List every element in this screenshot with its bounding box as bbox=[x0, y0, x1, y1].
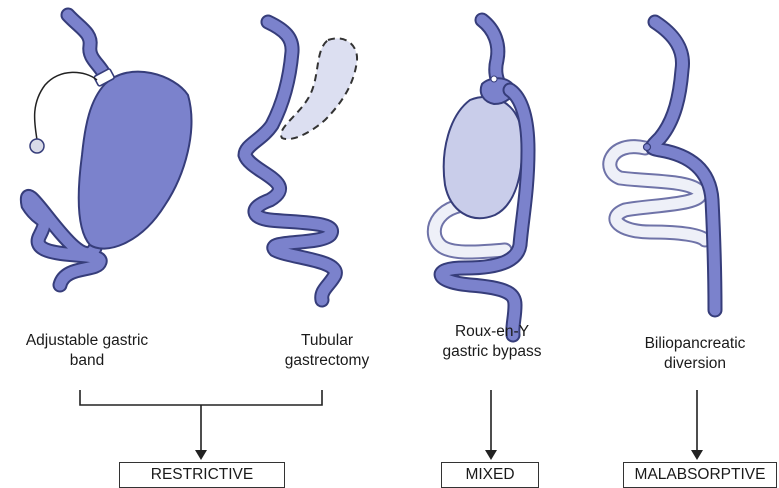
malabsorptive-arrowhead bbox=[691, 450, 703, 460]
label-line-1: Tubular bbox=[262, 331, 392, 351]
gastric-band-illustration bbox=[27, 15, 191, 285]
band-access-port bbox=[30, 139, 44, 153]
biliopancreatic-diversion-illustration bbox=[610, 22, 715, 310]
label-tubular-gastrectomy: Tubular gastrectomy bbox=[262, 331, 392, 371]
restrictive-bracket bbox=[80, 390, 322, 405]
label-line-2: gastric bypass bbox=[422, 342, 562, 362]
mixed-arrowhead bbox=[485, 450, 497, 460]
label-line-1: Adjustable gastric bbox=[2, 331, 172, 351]
label-line-2: gastrectomy bbox=[262, 351, 392, 371]
label-adjustable-gastric-band: Adjustable gastric band bbox=[2, 331, 172, 371]
sleeve-gastrectomy-illustration bbox=[245, 22, 357, 300]
label-line-1: Roux-en-Y bbox=[422, 322, 562, 342]
gastric-bypass-illustration bbox=[434, 20, 528, 335]
label-line-1: Biliopancreatic bbox=[625, 334, 765, 354]
arrow-heads bbox=[195, 450, 703, 460]
label-line-2: band bbox=[2, 351, 172, 371]
label-line-2: diversion bbox=[625, 354, 765, 374]
label-biliopancreatic-diversion: Biliopancreatic diversion bbox=[625, 334, 765, 374]
category-malabsorptive: MALABSORPTIVE bbox=[623, 462, 777, 488]
connector-lines bbox=[80, 390, 697, 452]
category-restrictive: RESTRICTIVE bbox=[119, 462, 285, 488]
label-roux-en-y-gastric-bypass: Roux-en-Y gastric bypass bbox=[422, 322, 562, 362]
band-stomach bbox=[79, 72, 192, 249]
category-mixed: MIXED bbox=[441, 462, 539, 488]
restrictive-arrowhead bbox=[195, 450, 207, 460]
bypass-remnant-stomach bbox=[444, 97, 523, 218]
